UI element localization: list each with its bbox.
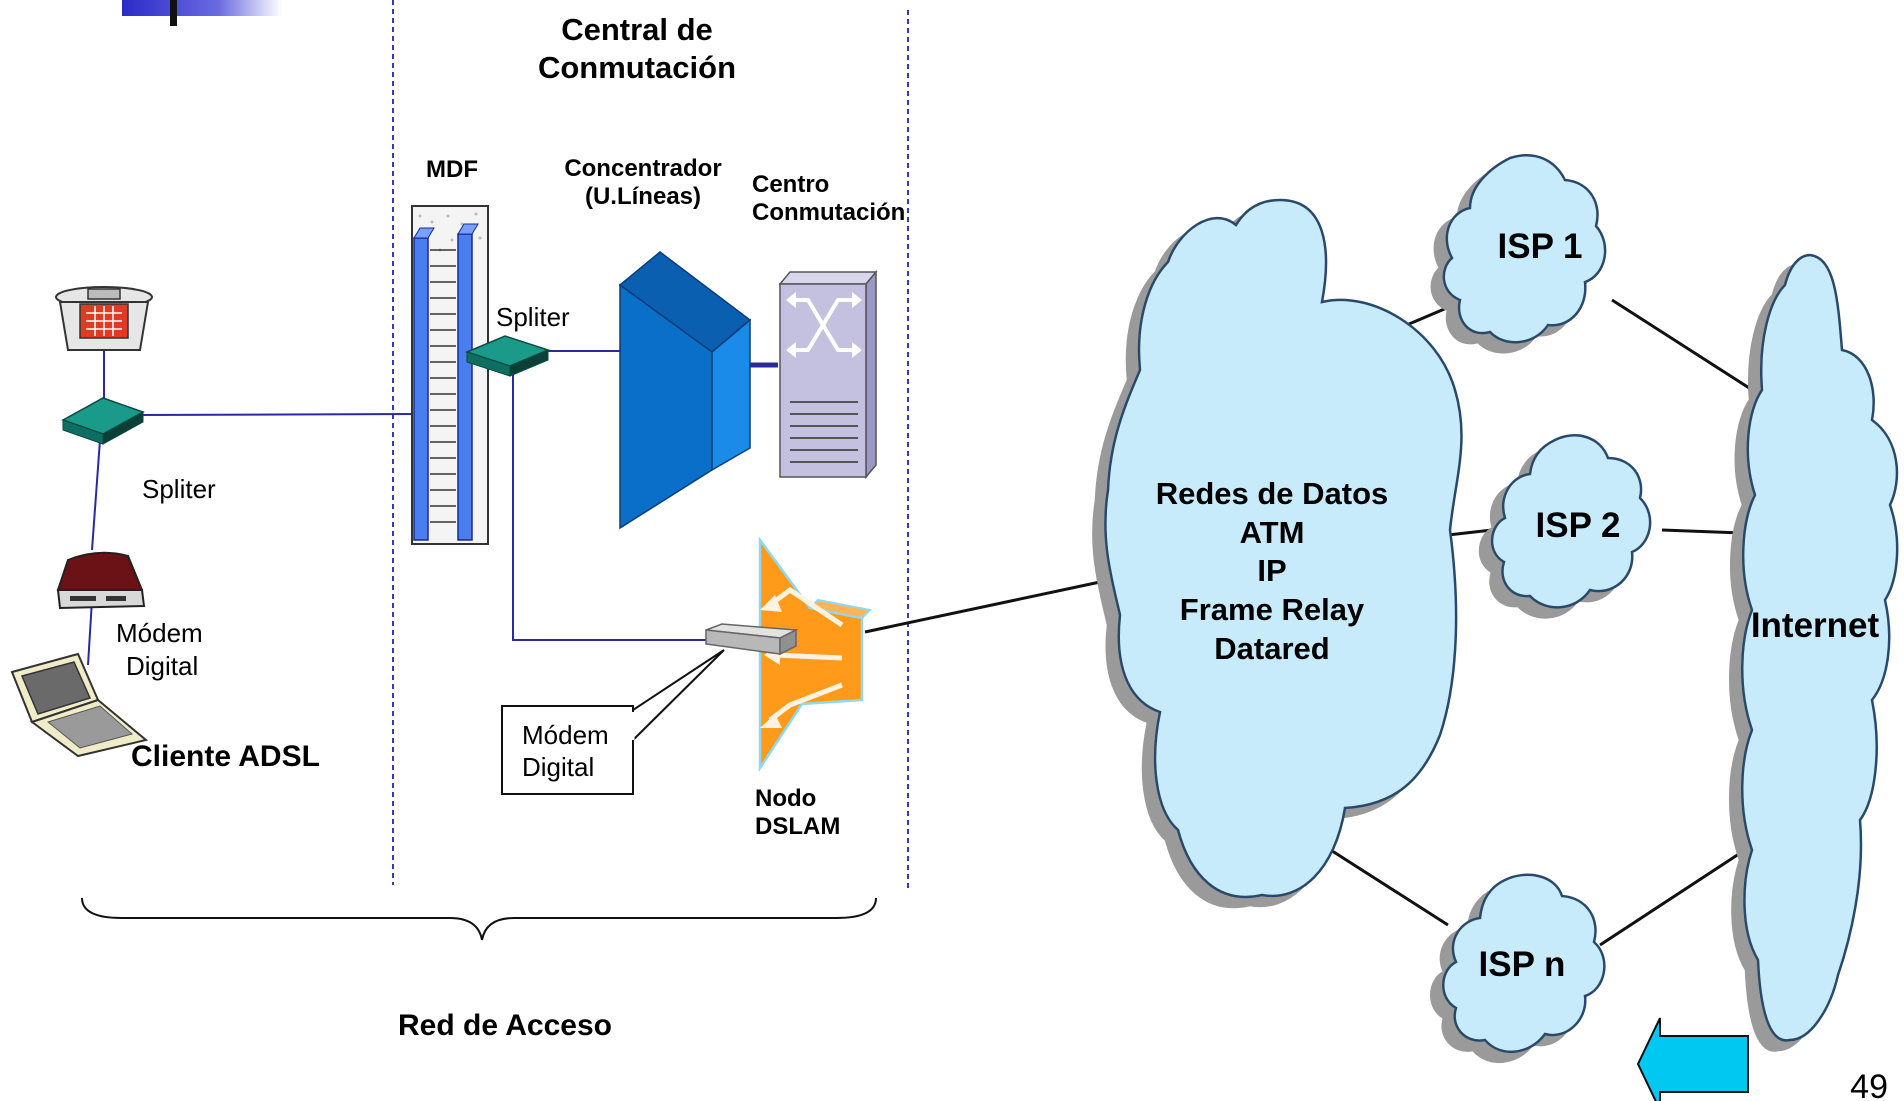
slide-corner-decoration [122,0,282,26]
data-networks-labels: Redes de Datos ATM IP Frame Relay Datare… [1156,476,1389,666]
internet-cloud: Internet [1741,253,1899,1042]
link-dslam-datacloud [864,580,1101,634]
concentrator-label-line2: (U.Líneas) [585,183,701,210]
access-network-brace [81,897,877,941]
callout-modem-label-line1: Módem [522,720,609,750]
dslam-label-line2: DSLAM [755,813,840,840]
data-networks-line1: Redes de Datos [1156,476,1389,511]
client-adsl-label: Cliente ADSL [131,740,320,773]
page-number: 49 [1850,1068,1888,1101]
data-networks-line2: ATM [1240,515,1305,550]
central-splitter-label: Spliter [496,302,570,332]
page-title-line2: Conmutación [538,50,736,85]
callout-modem-label-line2: Digital [522,752,594,782]
link-isp2-internet [1661,528,1743,535]
link-central-splitter-dslam [512,375,745,641]
isp1-cloud: ISP 1 [1442,153,1607,344]
link-splitter-modem [91,439,101,551]
client-splitter-icon [61,397,145,445]
switch-center-label-line1: Centro [752,171,829,198]
modem-callout: Módem Digital [501,649,725,795]
link-ispn-internet [1599,846,1749,947]
switching-center-icon [778,269,878,480]
isp1-label: ISP 1 [1498,227,1583,266]
link-isp1-internet [1611,298,1758,395]
ispn-cloud: ISP n [1442,873,1606,1054]
telephone-icon [55,286,153,351]
link-datacloud-ispn [1314,838,1449,927]
data-networks-line3: IP [1257,553,1286,588]
dslam-modem-icon [705,623,799,656]
ispn-label: ISP n [1479,945,1566,984]
access-network-label: Red de Acceso [398,1009,612,1042]
client-modem-label-line1: Módem [116,618,203,648]
link-datacloud-isp2 [1447,528,1493,537]
switch-center-label-line2: Conmutación [752,199,905,226]
link-modem-laptop [87,599,93,666]
client-splitter-label: Spliter [142,474,216,504]
central-splitter-icon [464,335,551,377]
client-modem-icon [56,551,146,610]
back-arrow-icon[interactable] [1636,1017,1749,1101]
concentrator-icon [618,251,752,530]
isp2-label: ISP 2 [1536,506,1621,545]
laptop-icon [10,652,149,758]
page-title: Central de [561,12,713,47]
dslam-label-line1: Nodo [755,785,816,812]
data-networks-cloud [1104,198,1463,899]
client-modem-label-line2: Digital [126,651,198,681]
internet-label: Internet [1751,606,1880,645]
links [87,294,1758,947]
mdf-frame-icon [411,205,489,545]
concentrator-label-line1: Concentrador [564,155,721,182]
data-networks-line5: Datared [1214,631,1329,666]
link-splitter-mdf [139,413,416,416]
data-networks-line4: Frame Relay [1180,592,1365,627]
dslam-node-icon [758,536,873,773]
mdf-label: MDF [426,156,478,183]
isp2-cloud: ISP 2 [1490,434,1652,609]
